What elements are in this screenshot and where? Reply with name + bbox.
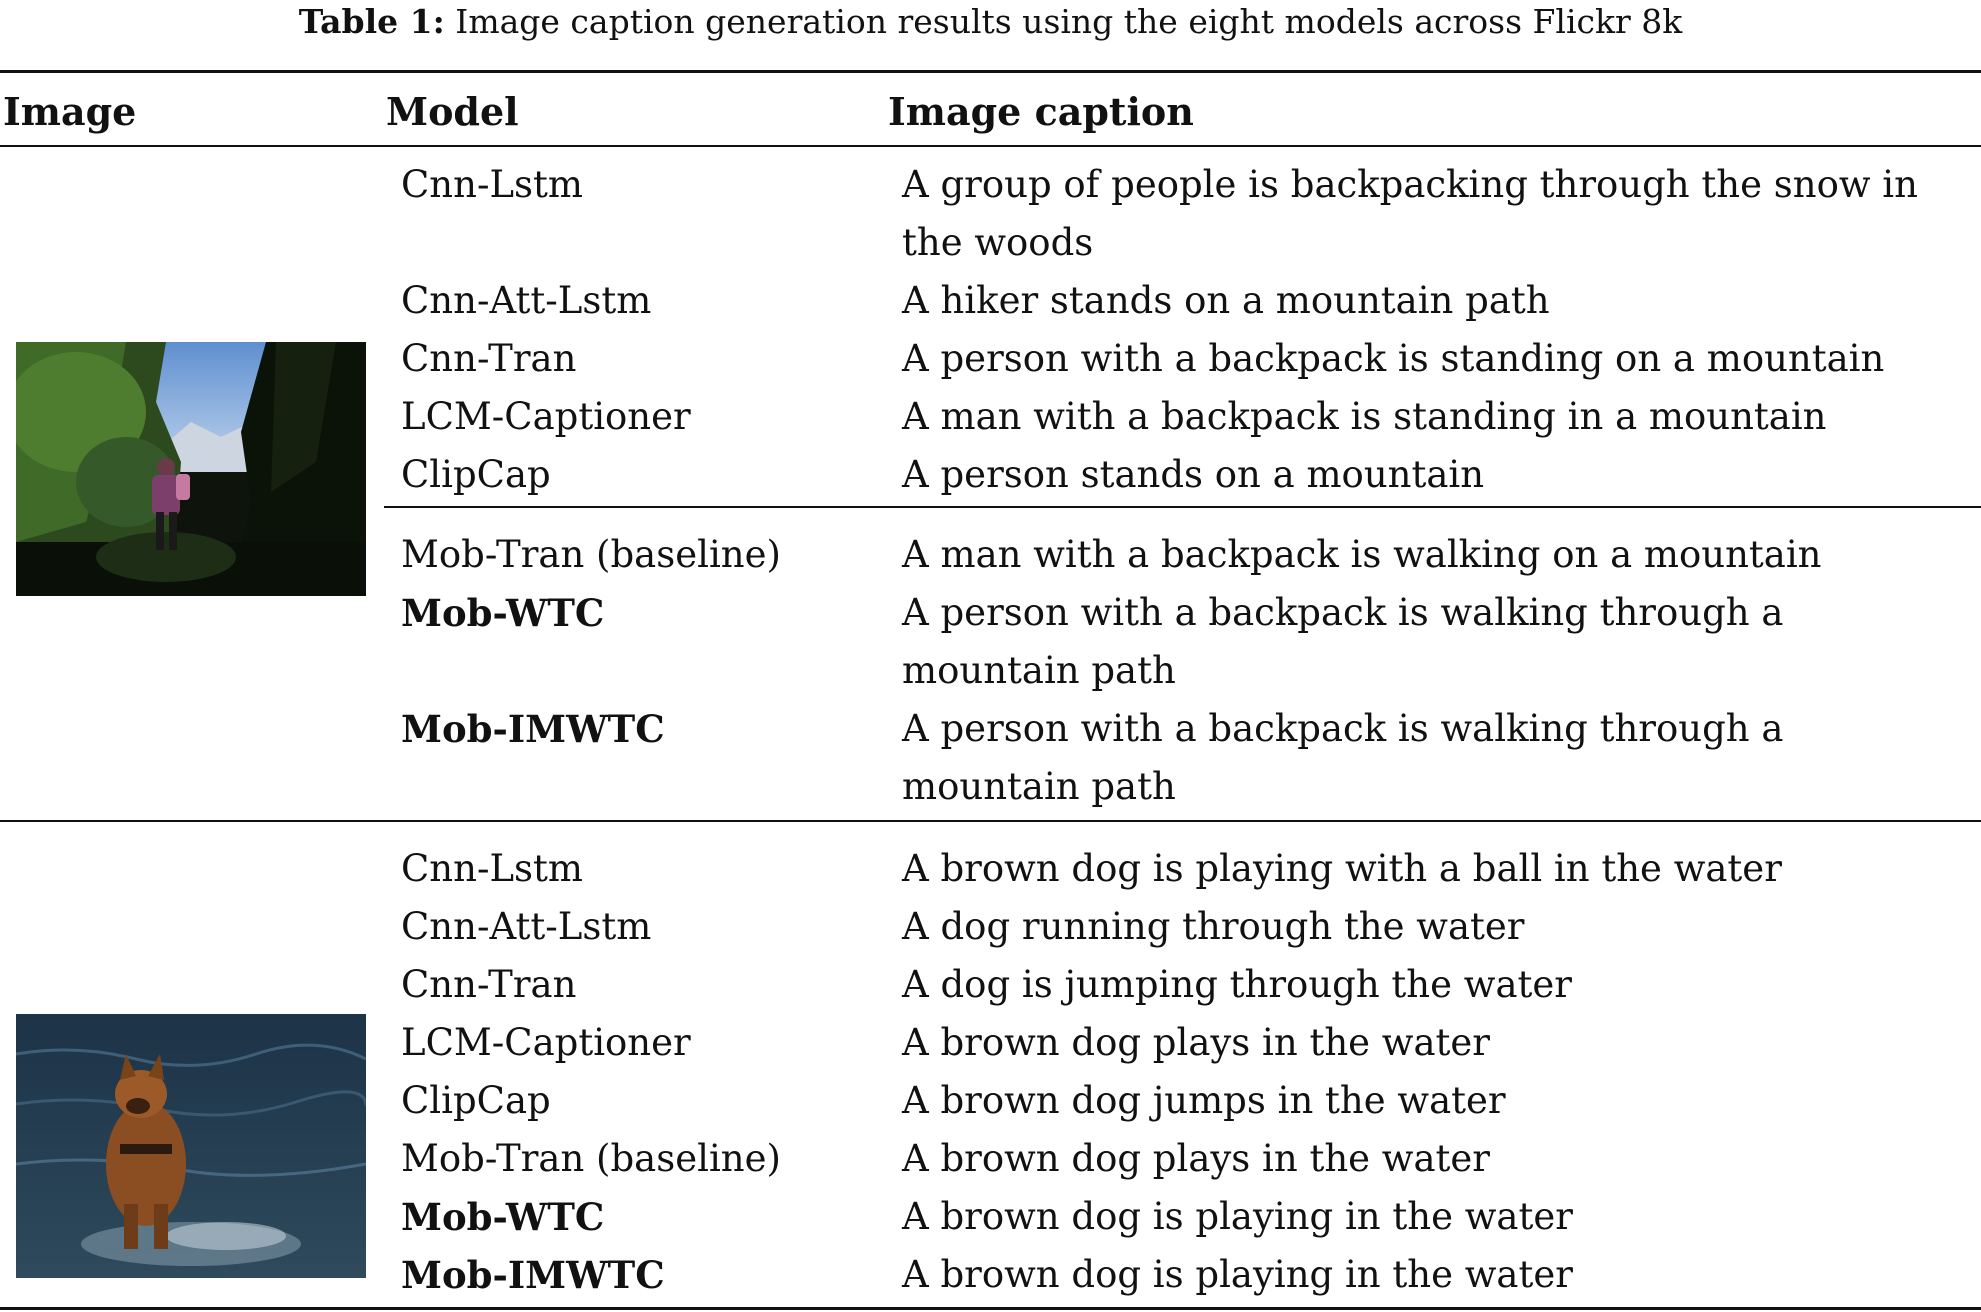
model-name: Mob-WTC [401,1195,605,1239]
model-name: Cnn-Lstm [401,163,583,206]
model-name: ClipCap [401,1079,551,1122]
model-name: Mob-IMWTC [401,1253,665,1297]
caption-text: A dog is jumping through the water [902,963,1572,1006]
caption-text: A man with a backpack is walking on a mo… [902,533,1822,576]
table-caption-text: Image caption generation results using t… [444,2,1683,41]
group-subrule [384,506,1981,508]
model-name: LCM-Captioner [401,1021,691,1064]
model-name: ClipCap [401,453,551,496]
table-bottom-rule [0,1307,1981,1310]
caption-text: A dog running through the water [902,905,1525,948]
model-name: Cnn-Tran [401,963,577,1006]
model-name: Mob-WTC [401,591,605,635]
caption-text: A group of people is backpacking through… [902,163,1918,264]
header-rule [0,145,1981,147]
hiker-on-mountain-trail-photo [16,342,366,596]
model-name: LCM-Captioner [401,395,691,438]
caption-text: A brown dog is playing in the water [902,1253,1573,1296]
caption-text: A brown dog is playing with a ball in th… [902,847,1782,890]
caption-text: A brown dog plays in the water [902,1021,1490,1064]
caption-text: A person stands on a mountain [902,453,1485,496]
brown-dog-in-water-photo [16,1014,366,1278]
table-caption: Table 1: Image caption generation result… [0,2,1981,42]
model-name: Cnn-Att-Lstm [401,905,652,948]
model-name: Mob-Tran (baseline) [401,533,781,576]
caption-text: A hiker stands on a mountain path [902,279,1550,322]
model-name: Cnn-Lstm [401,847,583,890]
caption-text: A person with a backpack is walking thro… [902,707,1784,808]
caption-text: A person with a backpack is standing on … [902,337,1885,380]
model-name: Cnn-Att-Lstm [401,279,652,322]
table-caption-label: Table 1: [298,2,445,41]
caption-text: A brown dog is playing in the water [902,1195,1573,1238]
model-name: Mob-Tran (baseline) [401,1137,781,1180]
column-header-model: Model [386,89,519,134]
caption-text: A brown dog jumps in the water [902,1079,1506,1122]
column-header-image: Image [3,89,137,134]
caption-text: A man with a backpack is standing in a m… [902,395,1827,438]
model-name: Cnn-Tran [401,337,577,380]
group-divider-rule [0,820,1981,822]
column-header-caption: Image caption [888,89,1194,134]
caption-text: A person with a backpack is walking thro… [902,591,1784,692]
table-top-rule [0,70,1981,73]
caption-text: A brown dog plays in the water [902,1137,1490,1180]
model-name: Mob-IMWTC [401,707,665,751]
